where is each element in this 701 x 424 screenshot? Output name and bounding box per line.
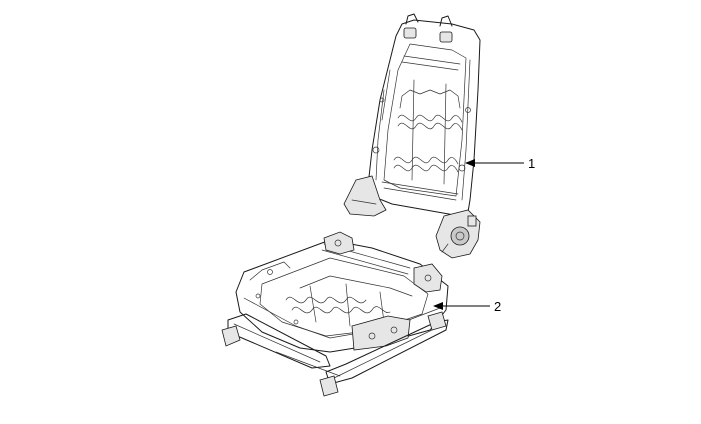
seat-cushion-frame <box>221 231 449 397</box>
callout-label-1: 1 <box>528 156 535 171</box>
callout-1: 1 <box>465 156 535 171</box>
seat-back-frame <box>343 13 481 259</box>
callout-2: 2 <box>433 299 501 314</box>
callout-label-2: 2 <box>494 299 501 314</box>
